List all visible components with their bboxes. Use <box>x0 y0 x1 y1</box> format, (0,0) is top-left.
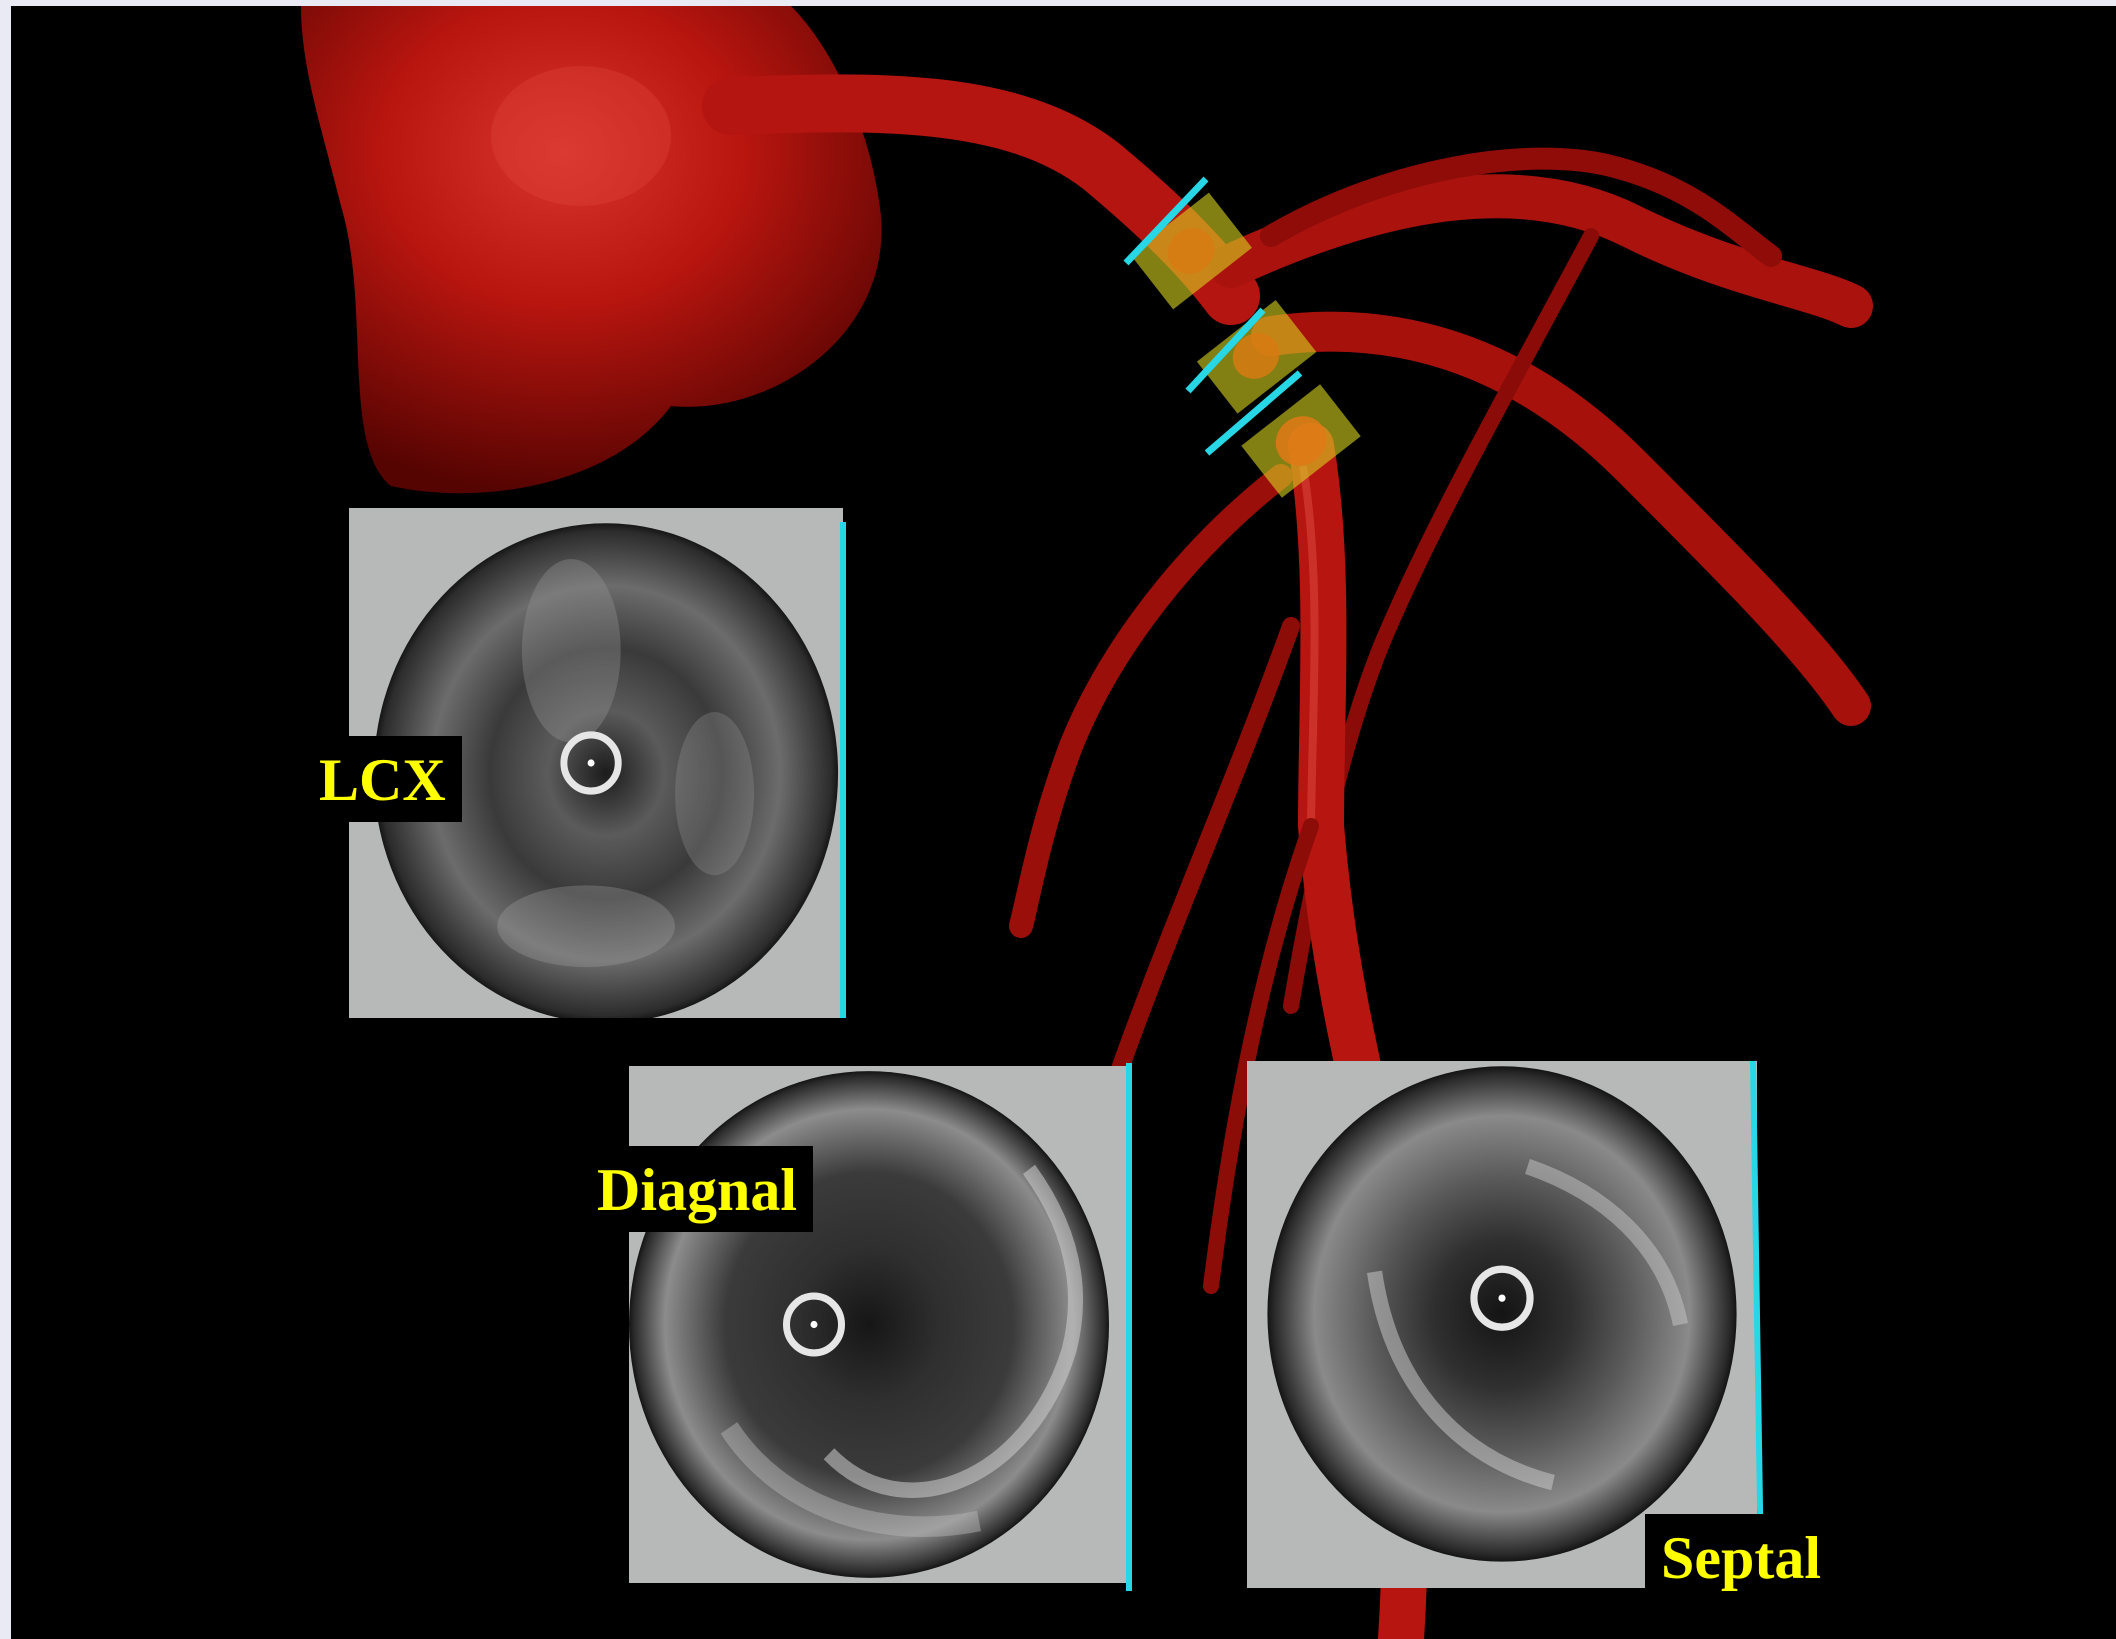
aorta-highlight <box>491 66 671 206</box>
diagonal-branch <box>1271 332 1851 706</box>
label-septal: Septal <box>1645 1514 1837 1600</box>
diagonal-marker-line <box>1126 1063 1132 1591</box>
lcx-marker-line <box>840 522 846 1018</box>
ivus-image-diagonal <box>629 1066 1129 1583</box>
ivus-image-septal <box>1247 1061 1757 1588</box>
angio-ivus-figure: LCX Diagnal <box>11 6 2116 1639</box>
septal-branch <box>1021 476 1281 926</box>
label-diagonal: Diagnal <box>581 1146 813 1232</box>
label-lcx: LCX <box>303 736 462 822</box>
